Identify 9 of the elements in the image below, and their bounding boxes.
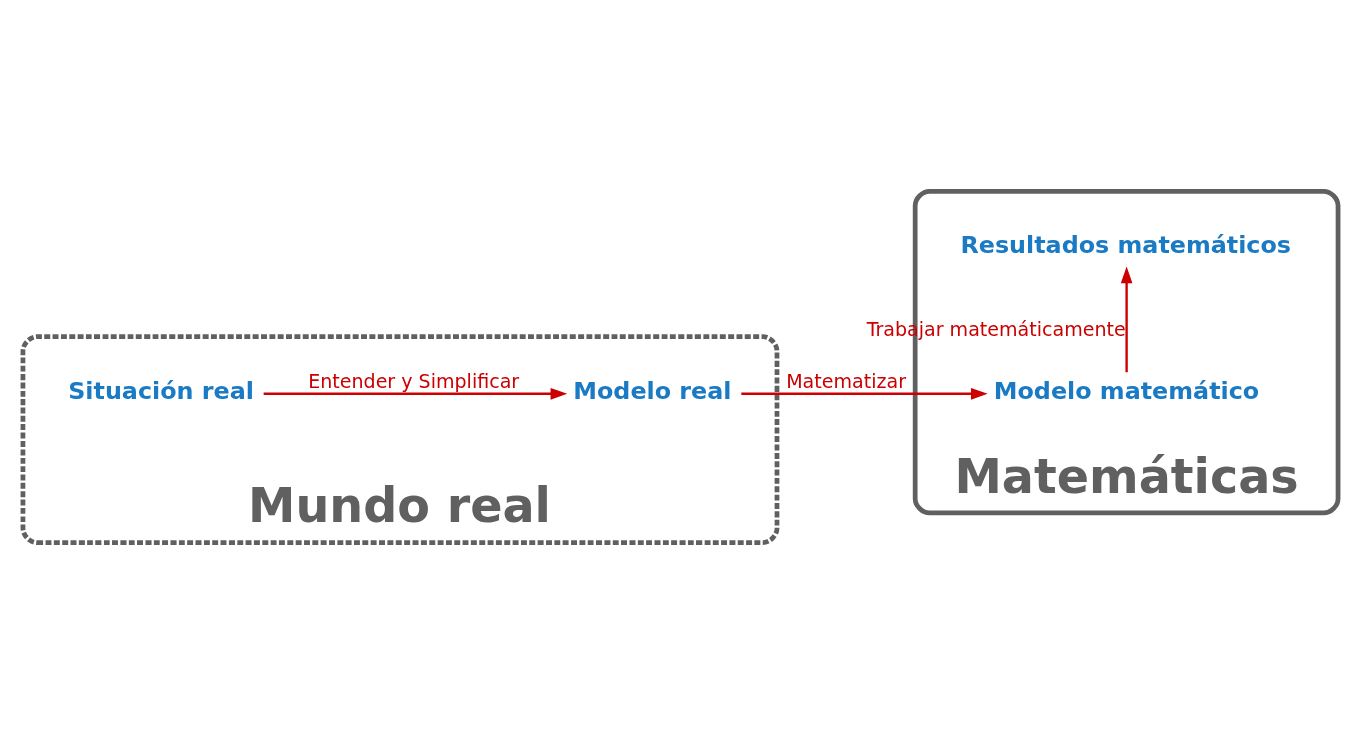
node-text: Resultados matemáticos	[960, 230, 1292, 259]
node-text: Modelo real	[573, 376, 732, 405]
node-text: Modelo matemático	[993, 376, 1260, 405]
node-text: Situación real	[68, 376, 254, 405]
edge-label: Matematizar	[786, 369, 906, 392]
arrow	[1120, 266, 1133, 372]
arrow	[741, 387, 988, 400]
edge-label: Entender y Simplificar	[308, 369, 520, 392]
arrow	[263, 387, 568, 400]
